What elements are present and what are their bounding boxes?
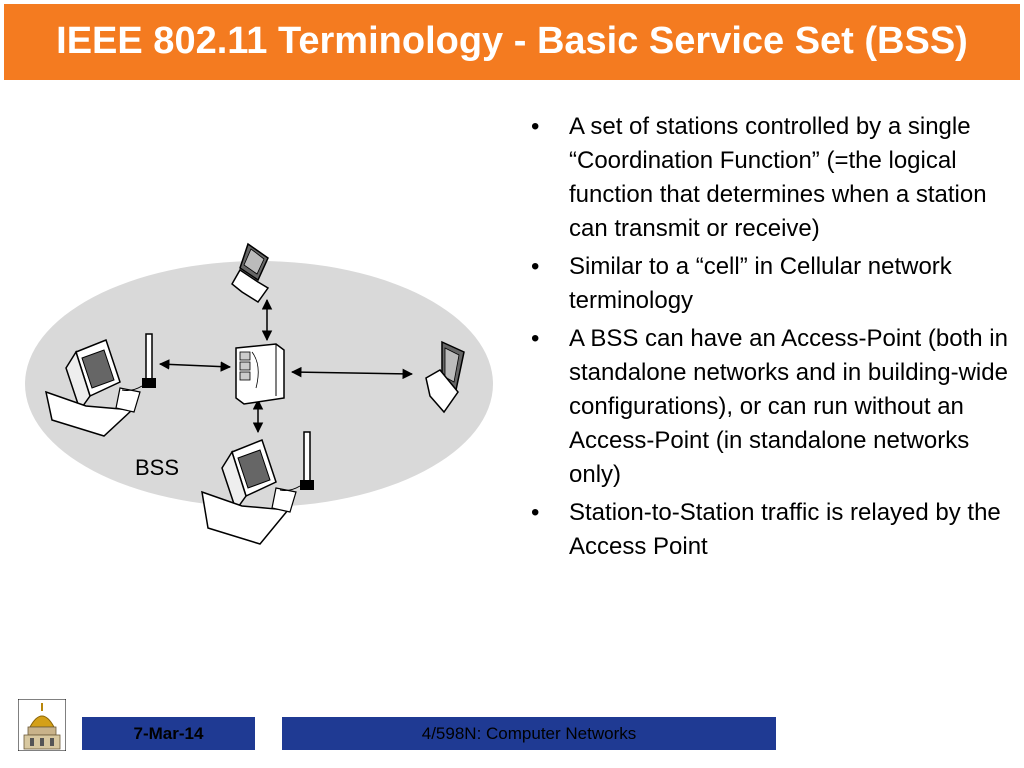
bss-diagram: [25, 242, 493, 545]
laptop-icon: [231, 242, 270, 304]
link-arrow-right: [290, 366, 414, 380]
bullet-item: • A BSS can have an Access-Point (both in…: [531, 322, 1011, 492]
bullet-list: • A set of stations controlled by a singl…: [531, 110, 1011, 568]
antenna-icon: [279, 431, 314, 491]
bullet-item: • Similar to a “cell” in Cellular network…: [531, 250, 1011, 318]
bullet-item: • A set of stations controlled by a singl…: [531, 110, 1011, 246]
antenna-icon: [121, 333, 156, 391]
laptop-icon: [425, 340, 465, 414]
bullet-text: A set of stations controlled by a single…: [569, 113, 987, 242]
bullet-text: A BSS can have an Access-Point (both in …: [569, 325, 1008, 488]
title-bar: IEEE 802.11 Terminology - Basic Service …: [4, 4, 1020, 80]
golden-dome-icon: [18, 699, 66, 751]
bullet-marker: •: [531, 325, 540, 352]
footer-course: 4/598N: Computer Networks: [282, 717, 776, 750]
bss-label: BSS: [135, 455, 180, 480]
desktop-computer-icon: [44, 339, 141, 437]
bullet-marker: •: [531, 499, 540, 526]
bullet-item: • Station-to-Station traffic is relayed b…: [531, 496, 1011, 564]
link-arrow-left: [158, 359, 232, 372]
desktop-computer-icon: [201, 439, 297, 545]
access-point-icon: [235, 343, 285, 405]
bullet-text: Similar to a “cell” in Cellular network …: [569, 253, 952, 314]
slide-title: IEEE 802.11 Terminology - Basic Service …: [56, 20, 968, 62]
bullet-text: Station-to-Station traffic is relayed by…: [569, 499, 1001, 560]
footer-date: 7-Mar-14: [82, 717, 255, 750]
bullet-marker: •: [531, 113, 540, 140]
bullet-marker: •: [531, 253, 540, 280]
